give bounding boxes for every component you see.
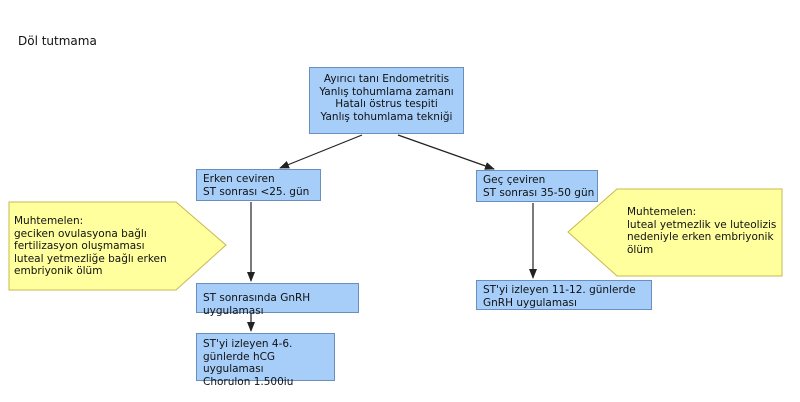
late-return-box: Geç çeviren ST sonrası 35-50 gün: [476, 170, 598, 202]
callout-right-text: Muhtemelen: luteal yetmezlik ve luteoliz…: [627, 206, 777, 256]
differential-diagnosis-box: Ayırıcı tanı Endometritis Yanlış tohumla…: [309, 67, 464, 134]
late-gnrh-box: ST'yi izleyen 11-12. günlerde GnRH uygul…: [476, 280, 652, 310]
arrow-root-to-early: [279, 134, 363, 169]
early-return-box: Erken ceviren ST sonrası <25. gün: [196, 169, 321, 201]
early-gnrh-box: ST sonrasında GnRH uygulaması: [196, 283, 359, 317]
hcg-treatment-box: ST'yi izleyen 4-6. günlerde hCG uygulama…: [196, 333, 335, 388]
page-title: Döl tutmama: [18, 34, 97, 48]
callout-left-text: Muhtemelen: geciken ovulasyona bağlı fer…: [14, 215, 167, 277]
callout-left-shape: [8, 201, 227, 291]
callout-right-shape: [567, 188, 783, 277]
arrow-root-to-late: [397, 134, 495, 170]
